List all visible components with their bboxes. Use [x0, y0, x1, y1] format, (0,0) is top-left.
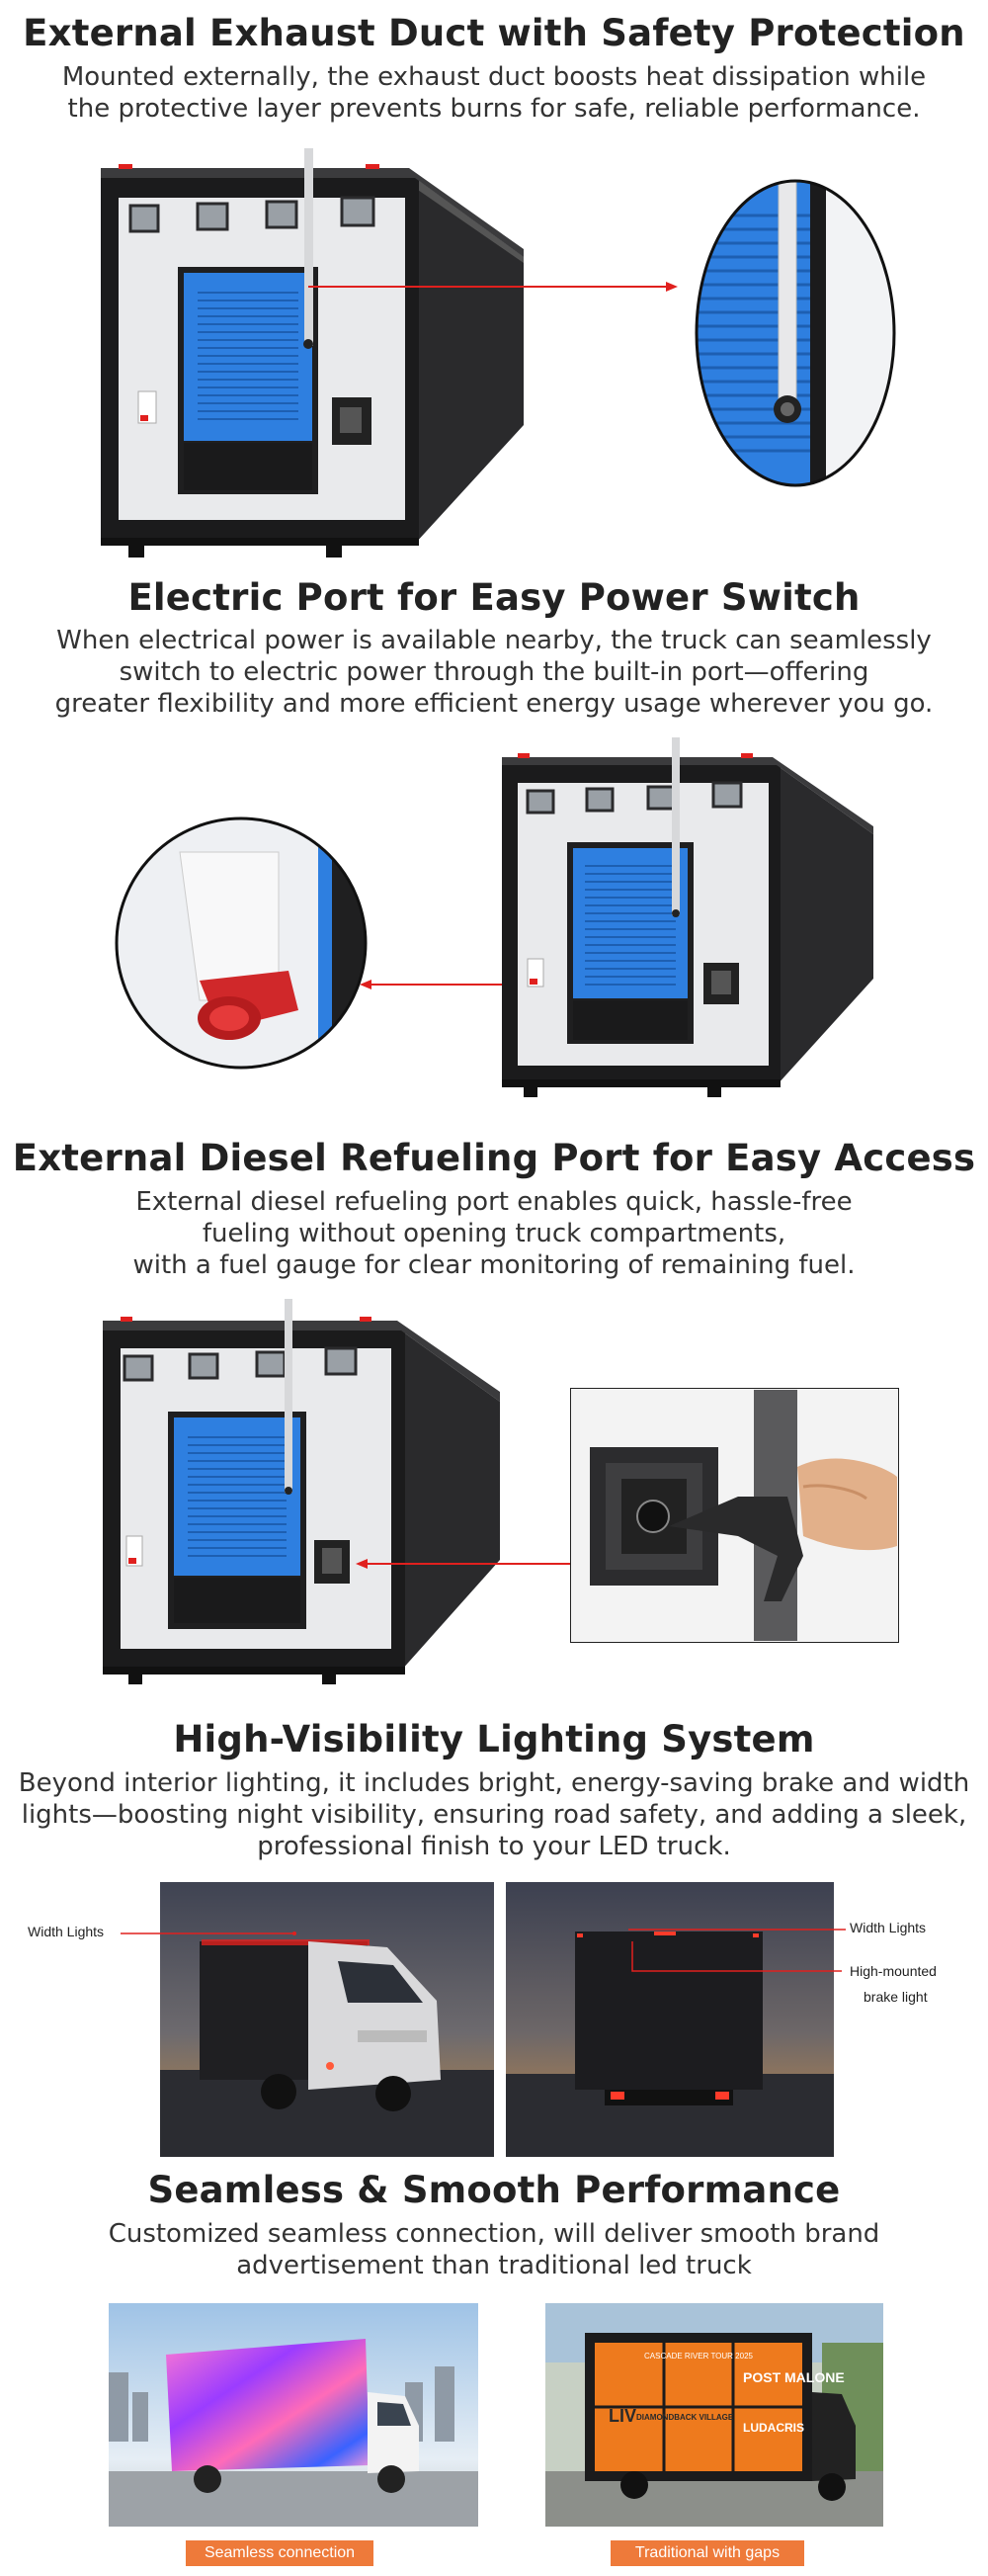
description-line: professional finish to your LED truck.	[257, 1832, 731, 1861]
seamless-led-truck-photo	[109, 2303, 478, 2527]
description-line: When electrical power is available nearb…	[56, 626, 932, 655]
billboard-headliner-text: POST MALONE	[743, 2369, 845, 2385]
section-5-description: Customized seamless connection, will del…	[0, 2218, 988, 2281]
traditional-with-gaps-tag: Traditional with gaps	[611, 2540, 804, 2566]
exhaust-pointer-arrow	[308, 282, 678, 292]
section-2-description: When electrical power is available nearb…	[0, 625, 988, 720]
truck-body-illustration-2	[502, 737, 873, 1097]
night-truck-front-photo	[160, 1882, 494, 2157]
electric-port-detail-zoom	[115, 816, 368, 1070]
description-line: fueling without opening truck compartmen…	[202, 1219, 786, 1248]
truck-body-illustration-1	[101, 148, 524, 558]
seamless-connection-tag: Seamless connection	[186, 2540, 373, 2566]
billboard-guest-text: LUDACRIS	[743, 2421, 804, 2435]
description-line: Mounted externally, the exhaust duct boo…	[61, 62, 927, 92]
electric-port-pointer-arrow	[360, 980, 524, 989]
section-4-description: Beyond interior lighting, it includes br…	[0, 1767, 988, 1862]
description-line: with a fuel gauge for clear monitoring o…	[132, 1250, 856, 1280]
truck-body-illustration-3	[103, 1299, 500, 1684]
description-line: greater flexibility and more efficient e…	[54, 689, 934, 719]
section-2-title: Electric Port for Easy Power Switch	[127, 576, 861, 619]
description-line: advertisement than traditional led truck	[236, 2251, 752, 2280]
right-width-lights-callout: Width Lights	[850, 1920, 927, 1935]
section-1-description: Mounted externally, the exhaust duct boo…	[0, 61, 988, 125]
billboard-venue-text: DIAMONDBACK VILLAGE	[636, 2413, 734, 2422]
section-3-title: External Diesel Refueling Port for Easy …	[12, 1137, 976, 1179]
description-line: External diesel refueling port enables q…	[135, 1187, 853, 1217]
description-line: switch to electric power through the bui…	[119, 657, 869, 687]
exhaust-duct-detail-zoom	[695, 179, 896, 487]
right-callout-leader-lines	[628, 1929, 846, 1972]
description-line: the protective layer prevents burns for …	[67, 94, 921, 124]
left-width-lights-leader-line	[121, 1932, 296, 1935]
section-5-title: Seamless & Smooth Performance	[147, 2169, 841, 2211]
section-3-description: External diesel refueling port enables q…	[0, 1186, 988, 1281]
billboard-top-text: CASCADE RIVER TOUR 2025	[644, 2352, 754, 2361]
traditional-led-truck-photo: CASCADE RIVER TOUR 2025 POST MALONE LIV …	[545, 2303, 883, 2527]
description-line: Customized seamless connection, will del…	[108, 2219, 880, 2249]
description-line: lights—boosting night visibility, ensuri…	[21, 1800, 967, 1830]
night-truck-rear-photo	[506, 1882, 834, 2157]
billboard-name-text: LIV	[609, 2406, 636, 2426]
brake-light-callout-line2: brake light	[864, 1989, 928, 2005]
brake-light-callout-line1: High-mounted	[850, 1963, 937, 1979]
section-4-title: High-Visibility Lighting System	[173, 1718, 815, 1760]
section-1-title: External Exhaust Duct with Safety Protec…	[23, 12, 965, 54]
description-line: Beyond interior lighting, it includes br…	[18, 1768, 970, 1798]
refueling-nozzle-detail-photo	[570, 1388, 899, 1643]
refuel-port-pointer-arrow	[356, 1559, 575, 1569]
left-width-lights-callout: Width Lights	[28, 1924, 105, 1939]
